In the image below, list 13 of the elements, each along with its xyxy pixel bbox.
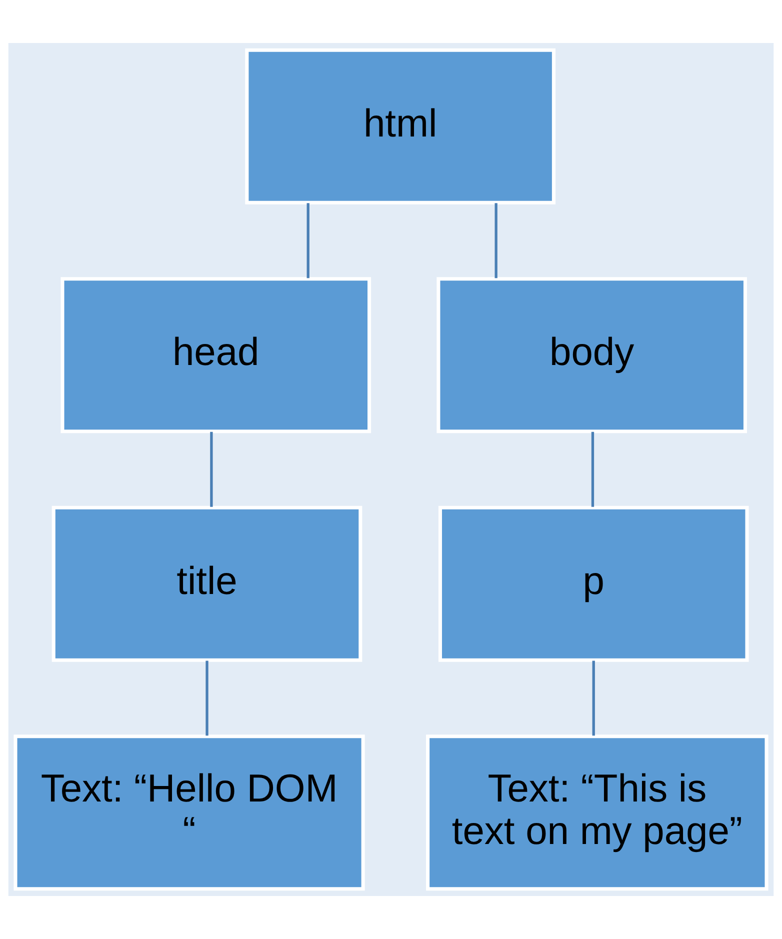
connector: [306, 203, 310, 278]
node-box: body: [436, 277, 747, 434]
connector: [591, 432, 594, 507]
connector: [206, 660, 208, 736]
connector: [592, 660, 595, 736]
node-box: Text: “Hello DOM “: [14, 734, 365, 891]
connector: [494, 203, 498, 278]
node-box: p: [438, 506, 749, 662]
node-box: title: [52, 506, 362, 662]
node-box: Text: “This is text on my page”: [426, 734, 768, 891]
node-box: head: [60, 277, 372, 434]
node-box: html: [245, 48, 556, 204]
connector: [210, 432, 213, 507]
